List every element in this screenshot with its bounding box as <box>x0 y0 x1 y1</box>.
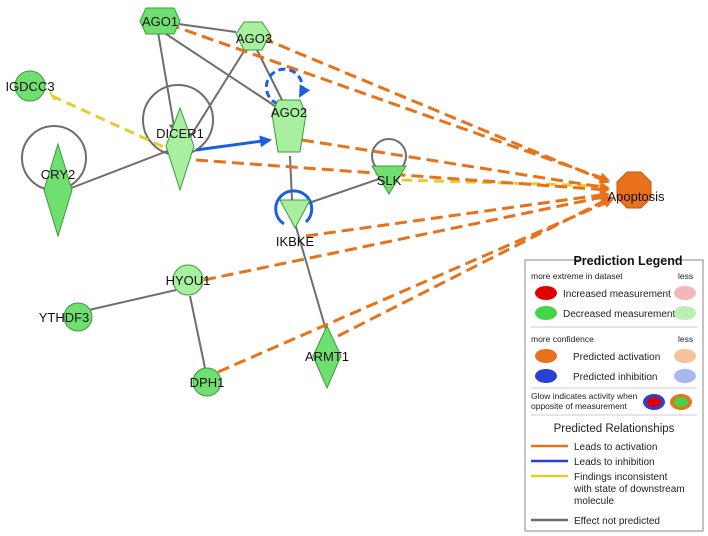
legend-less-label-1: less <box>678 271 693 281</box>
legend-activation-less-swatch <box>674 349 696 363</box>
node-ythdf3-shape <box>63 302 93 332</box>
edge-ago1-dicer1 <box>157 31 179 134</box>
node-dph1-label: DPH1 <box>190 375 225 390</box>
node-ago2-label: AGO2 <box>271 105 307 120</box>
edge-dicer1-apoptosis <box>195 158 610 195</box>
legend-increased-less-swatch <box>674 286 696 300</box>
node-armt1[interactable]: ARMT1 <box>305 324 349 390</box>
edge-ago2-ikbke <box>289 155 293 201</box>
legend-confidence-label: more confidence <box>531 334 594 344</box>
legend-title-bg <box>582 253 674 267</box>
nodes: AGO1 AGO3 IGDCC3 AGO2 DICER1 CRY2 <box>5 7 665 397</box>
legend-glow-green-inner <box>674 397 688 407</box>
node-apoptosis[interactable]: Apoptosis <box>607 171 665 209</box>
node-ago3-shape <box>235 21 271 51</box>
legend-not-predicted-text: Effect not predicted <box>574 516 660 527</box>
edge-ikbke-apoptosis <box>305 190 610 238</box>
edge-hyou1-ythdf3 <box>79 289 177 313</box>
legend-leads-activation-text: Leads to activation <box>574 442 657 453</box>
edges-inconsistent <box>51 94 607 188</box>
igdcc3-inconsistent-tick <box>49 91 56 101</box>
node-hyou1-shape <box>172 264 204 296</box>
edges-activation <box>167 22 614 374</box>
node-ythdf3[interactable]: YTHDF3 <box>39 302 93 332</box>
legend-glow-red-inner <box>647 397 661 407</box>
node-ythdf3-label: YTHDF3 <box>39 310 90 325</box>
node-ikbke[interactable]: IKBKE <box>276 199 315 249</box>
node-ago3[interactable]: AGO3 <box>235 21 272 51</box>
node-apoptosis-shape <box>616 171 652 209</box>
node-ago3-label: AGO3 <box>236 31 272 46</box>
legend-activation-swatch <box>535 349 557 363</box>
node-armt1-label: ARMT1 <box>305 349 349 364</box>
edge-slk-ikbke <box>299 177 383 207</box>
prediction-legend: Prediction Legend more extreme in datase… <box>524 253 704 532</box>
node-dicer1[interactable]: DICER1 <box>156 106 204 192</box>
edge-ago2-apoptosis <box>301 138 610 192</box>
legend-inconsistent-line3: molecule <box>574 496 614 507</box>
node-hyou1-label: HYOU1 <box>166 273 211 288</box>
node-slk-label: SLK <box>377 173 402 188</box>
edge-ikbke-armt1 <box>293 219 327 331</box>
legend-decreased-less-swatch <box>674 306 696 320</box>
legend-glow-line2: opposite of measurement <box>531 401 628 411</box>
legend-inhibition-less-swatch <box>674 369 696 383</box>
node-igdcc3-label: IGDCC3 <box>5 79 54 94</box>
node-ikbke-shape <box>279 199 311 230</box>
node-igdcc3[interactable]: IGDCC3 <box>5 70 55 102</box>
node-ago1-label: AGO1 <box>142 14 178 29</box>
edge-ikbke-selfloop <box>274 189 314 226</box>
legend-less-label-2: less <box>678 334 693 344</box>
node-hyou1[interactable]: HYOU1 <box>166 264 211 296</box>
node-cry2-shape <box>43 142 73 238</box>
edge-ago3-apoptosis <box>261 36 610 184</box>
node-ago1-shape <box>139 7 181 35</box>
node-dicer1-label: DICER1 <box>156 126 204 141</box>
edge-hyou1-dph1 <box>189 295 206 369</box>
node-cry2-label: CRY2 <box>41 167 75 182</box>
edges-not-predicted <box>21 21 407 369</box>
legend-activation-text: Predicted activation <box>573 352 660 363</box>
legend-inconsistent-line2: with state of downstream <box>573 484 685 495</box>
legend-inhibition-swatch <box>535 369 557 383</box>
node-ago1[interactable]: AGO1 <box>139 7 181 35</box>
legend-increased-text: Increased measurement <box>563 289 671 300</box>
node-dph1[interactable]: DPH1 <box>190 367 225 397</box>
edge-igdcc3-dicer1 <box>51 94 167 150</box>
node-armt1-shape <box>312 324 342 390</box>
node-dicer1-shape <box>165 106 195 192</box>
node-slk-shape <box>371 165 407 195</box>
legend-title: Prediction Legend <box>573 254 682 268</box>
edge-cry2-dicer1 <box>65 149 171 191</box>
legend-extreme-label: more extreme in dataset <box>531 271 623 281</box>
edge-ago3-dicer1 <box>181 47 247 151</box>
legend-inconsistent-line1: Findings inconsistent <box>574 472 668 483</box>
node-apoptosis-label: Apoptosis <box>607 189 665 204</box>
node-dph1-shape <box>192 367 222 397</box>
node-igdcc3-shape <box>14 70 46 102</box>
node-ikbke-label: IKBKE <box>276 234 315 249</box>
edge-ago1-ago2 <box>159 29 279 109</box>
legend-inhibition-text: Predicted inhibition <box>573 372 658 383</box>
node-cry2[interactable]: CRY2 <box>41 142 75 238</box>
node-slk[interactable]: SLK <box>371 165 407 195</box>
edge-dicer1-ago2 <box>195 135 272 152</box>
legend-leads-inhibition-text: Leads to inhibition <box>574 457 655 468</box>
legend-glow-line1: Glow indicates activity when <box>531 391 638 401</box>
edge-ago1-apoptosis <box>167 22 610 183</box>
legend-relationships-title: Predicted Relationships <box>554 423 675 435</box>
edge-ago2-selfloop <box>264 67 311 106</box>
node-ago2[interactable]: AGO2 <box>271 99 307 153</box>
edge-hyou1-apoptosis <box>203 192 610 282</box>
legend-decreased-text: Decreased measurement <box>563 309 675 320</box>
legend-decreased-swatch <box>535 306 557 320</box>
legend-increased-swatch <box>535 286 557 300</box>
node-ago2-shape <box>271 99 307 153</box>
edges-inhibition <box>195 67 314 226</box>
